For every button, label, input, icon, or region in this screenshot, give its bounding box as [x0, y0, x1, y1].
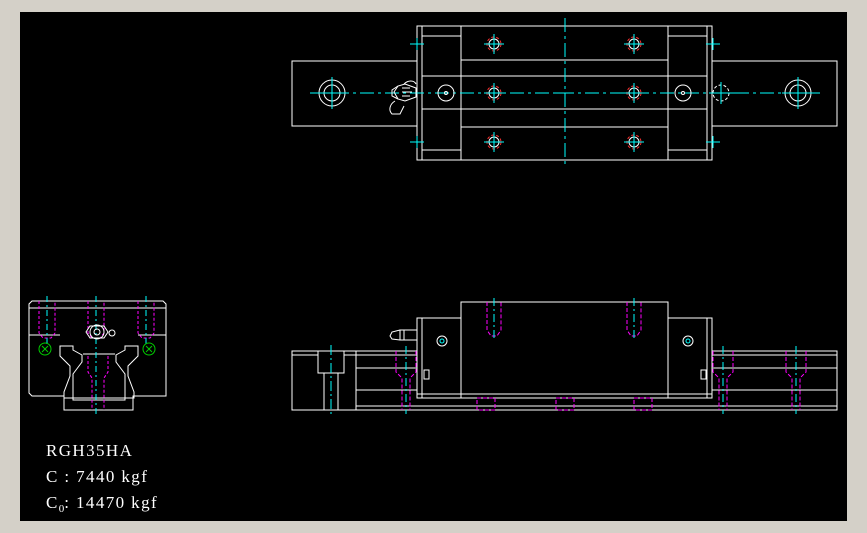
- rail-hidden-bolts: [395, 351, 807, 411]
- rail-profile-end: [59, 345, 139, 401]
- block-outline-end: [28, 300, 167, 411]
- model-label: RGH35HA: [46, 441, 134, 460]
- block-bolt-hole: [624, 132, 644, 152]
- static-load-symbol: C: [46, 493, 59, 512]
- grease-nipple-side: [389, 329, 418, 341]
- seal-screw-circle: [142, 342, 156, 356]
- end-view: [28, 296, 167, 414]
- block-body-side: [460, 301, 669, 399]
- grease-nipple-end: [85, 324, 116, 340]
- rail-counterbore-hole: [782, 77, 814, 109]
- block-bolt-hole: [484, 34, 504, 54]
- top-view: [291, 18, 838, 168]
- rail-counterbore-hole: [316, 77, 348, 109]
- grease-nipple-top: [389, 80, 417, 115]
- static-load-label: C0: 14470 kgf: [46, 493, 158, 515]
- block-bolt-hole: [624, 83, 644, 103]
- end-seal-circle: [437, 84, 455, 102]
- rail-hidden-hole: [709, 82, 735, 104]
- static-load-value: : 14470 kgf: [64, 493, 159, 512]
- side-view: [291, 298, 838, 414]
- block-bolt-hole: [484, 132, 504, 152]
- seal-screw-circle: [38, 342, 52, 356]
- dynamic-load-label: C : 7440 kgf: [46, 467, 149, 486]
- block-bolt-hole: [484, 83, 504, 103]
- static-load-subscript: 0: [58, 503, 65, 515]
- block-bolt-hole: [624, 34, 644, 54]
- centerline-ticks: [410, 38, 720, 148]
- end-seal-circle: [674, 84, 692, 102]
